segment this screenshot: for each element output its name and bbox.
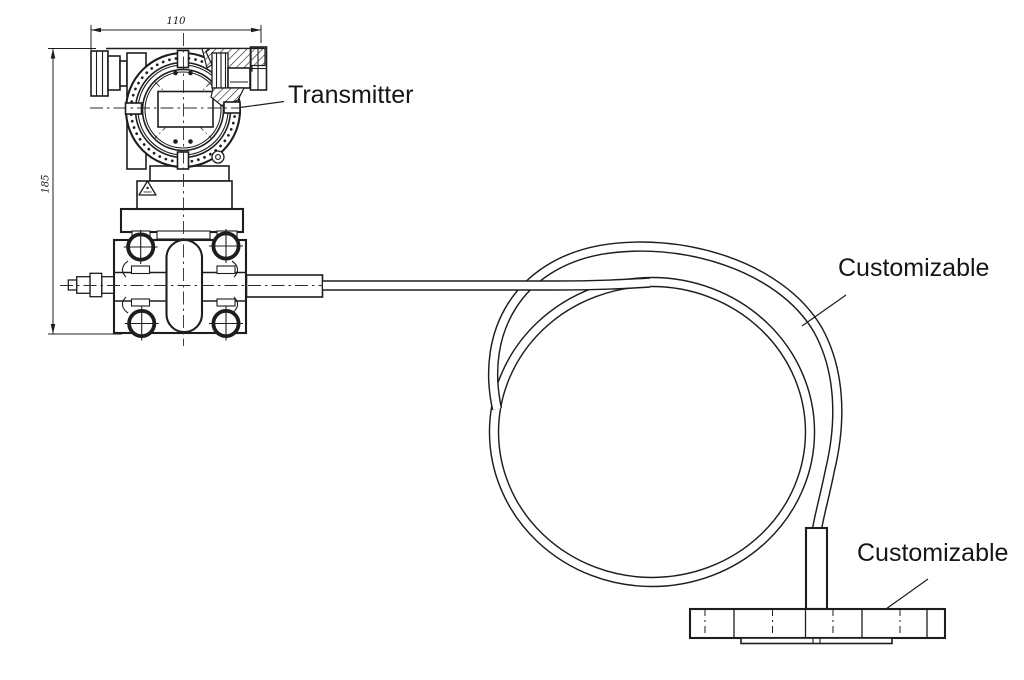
remote-seal-assembly — [688, 526, 947, 645]
capillary-customizable-label: Customizable — [838, 254, 989, 282]
adapter-plate — [119, 207, 245, 234]
capillary-connection-block — [245, 274, 324, 298]
bezel-tab-north — [176, 49, 190, 69]
diaphragm-face — [740, 637, 893, 645]
dimension-width: 110 — [90, 16, 262, 50]
centerlines — [60, 33, 336, 346]
dimension-height: 185 — [41, 48, 122, 335]
vent-drain-valve — [67, 272, 115, 298]
height-dimension-value: 185 — [41, 174, 52, 193]
terminal-block — [227, 67, 251, 89]
process-flange-body — [67, 180, 324, 341]
bezel-tab-east — [223, 101, 241, 114]
transmitter-assembly — [60, 33, 336, 346]
neck-lower — [136, 180, 233, 210]
neck-upper — [149, 165, 230, 182]
flange-customizable-label: Customizable — [857, 539, 1008, 567]
seal-flange — [688, 607, 947, 640]
bezel-tab-south — [176, 151, 190, 170]
annotations: Transmitter Customizable Customizable — [239, 81, 1008, 610]
ex-warning-icon — [138, 180, 157, 196]
flange-bolts — [123, 229, 243, 341]
capillary-leader-line — [801, 294, 847, 327]
transmitter-label: Transmitter — [288, 81, 413, 109]
capillary-tube — [323, 241, 843, 588]
terminal-cover-section — [201, 46, 268, 114]
lcd-display — [157, 90, 214, 128]
capillary-connector — [804, 526, 829, 611]
width-dimension-value: 110 — [166, 16, 186, 27]
isolating-diaphragm-capsule — [165, 238, 204, 334]
transmitter-leader-line — [239, 100, 285, 109]
set-screw — [211, 150, 225, 164]
bezel-tab-west — [124, 102, 143, 115]
flange-leader-line — [885, 578, 929, 610]
